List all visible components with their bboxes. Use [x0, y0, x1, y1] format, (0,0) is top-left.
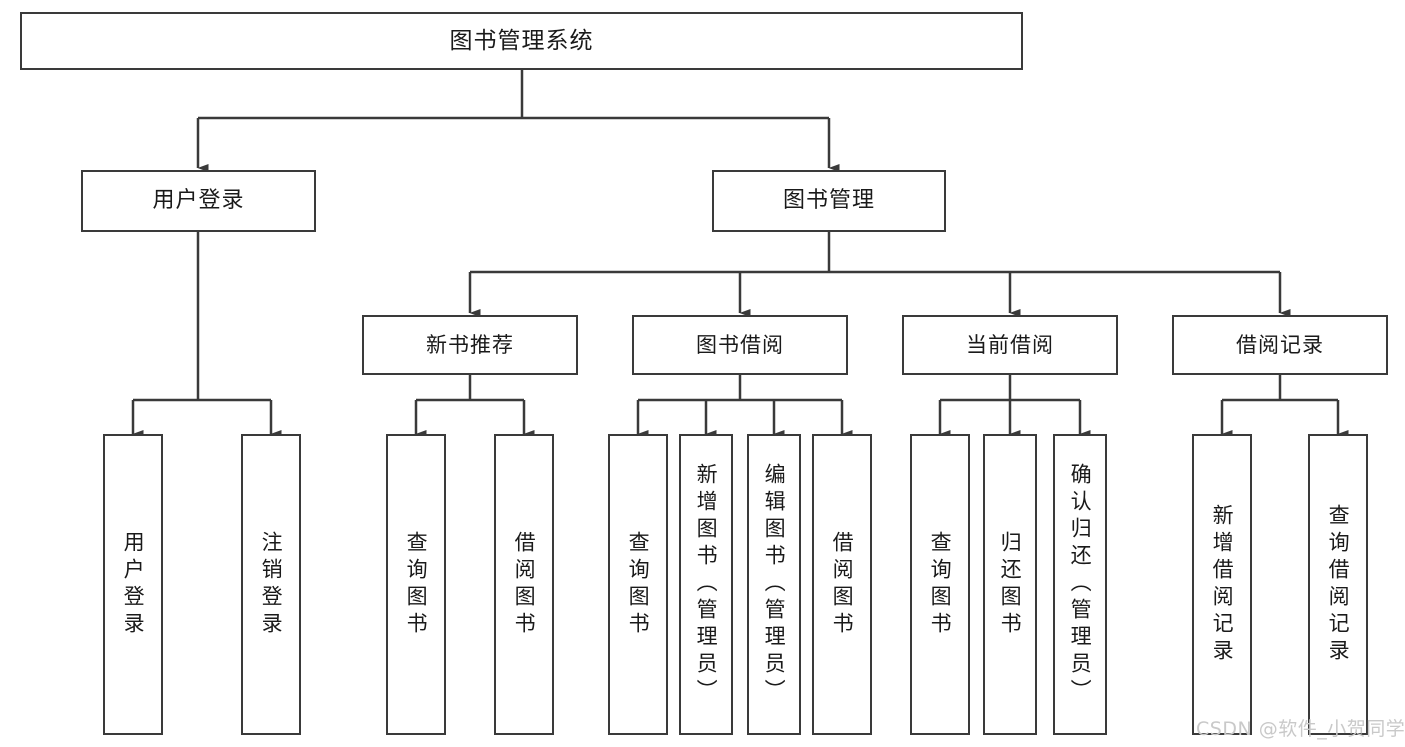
leaf-label: 借阅图书: [512, 530, 537, 639]
node-label: 新书推荐: [426, 332, 514, 357]
leaf-edit-book-admin[interactable]: 编辑图书（管理员）: [747, 434, 801, 735]
leaf-label: 借阅图书: [830, 530, 855, 639]
node-current-borrow[interactable]: 当前借阅: [902, 315, 1118, 375]
leaf-query-book-recommend[interactable]: 查询图书: [386, 434, 446, 735]
leaf-return-book[interactable]: 归还图书: [983, 434, 1037, 735]
leaf-borrow-book[interactable]: 借阅图书: [812, 434, 872, 735]
node-label: 当前借阅: [966, 332, 1054, 357]
leaf-label: 查询借阅记录: [1326, 503, 1351, 666]
leaf-label: 注销登录: [259, 530, 284, 639]
leaf-add-borrow-record[interactable]: 新增借阅记录: [1192, 434, 1252, 735]
leaf-label: 查询图书: [626, 530, 651, 639]
node-label: 图书管理: [782, 188, 875, 214]
leaf-label: 归还图书: [998, 530, 1023, 639]
leaf-label: 用户登录: [121, 530, 146, 639]
leaf-label: 新增借阅记录: [1210, 503, 1235, 666]
leaf-query-book-current[interactable]: 查询图书: [910, 434, 970, 735]
leaf-logout[interactable]: 注销登录: [241, 434, 301, 735]
node-label: 图书管理系统: [449, 27, 594, 54]
leaf-query-book-borrow[interactable]: 查询图书: [608, 434, 668, 735]
leaf-label: 查询图书: [404, 530, 429, 639]
node-label: 借阅记录: [1236, 332, 1324, 357]
node-borrow-record[interactable]: 借阅记录: [1172, 315, 1388, 375]
node-root-book-management-system[interactable]: 图书管理系统: [20, 12, 1023, 70]
leaf-query-borrow-record[interactable]: 查询借阅记录: [1308, 434, 1368, 735]
leaf-label: 查询图书: [928, 530, 953, 639]
leaf-label: 确认归还（管理员）: [1068, 463, 1093, 706]
leaf-user-login[interactable]: 用户登录: [103, 434, 163, 735]
leaf-confirm-return-admin[interactable]: 确认归还（管理员）: [1053, 434, 1107, 735]
node-label: 图书借阅: [696, 332, 784, 357]
node-new-book-recommend[interactable]: 新书推荐: [362, 315, 578, 375]
node-label: 用户登录: [152, 188, 245, 214]
node-user-login[interactable]: 用户登录: [81, 170, 316, 232]
node-book-borrow[interactable]: 图书借阅: [632, 315, 848, 375]
leaf-add-book-admin[interactable]: 新增图书（管理员）: [679, 434, 733, 735]
leaf-label: 新增图书（管理员）: [694, 463, 719, 706]
leaf-label: 编辑图书（管理员）: [762, 463, 787, 706]
watermark-csdn: CSDN @软件_小贺同学: [1196, 718, 1405, 740]
leaf-borrow-book-recommend[interactable]: 借阅图书: [494, 434, 554, 735]
node-book-management[interactable]: 图书管理: [712, 170, 946, 232]
